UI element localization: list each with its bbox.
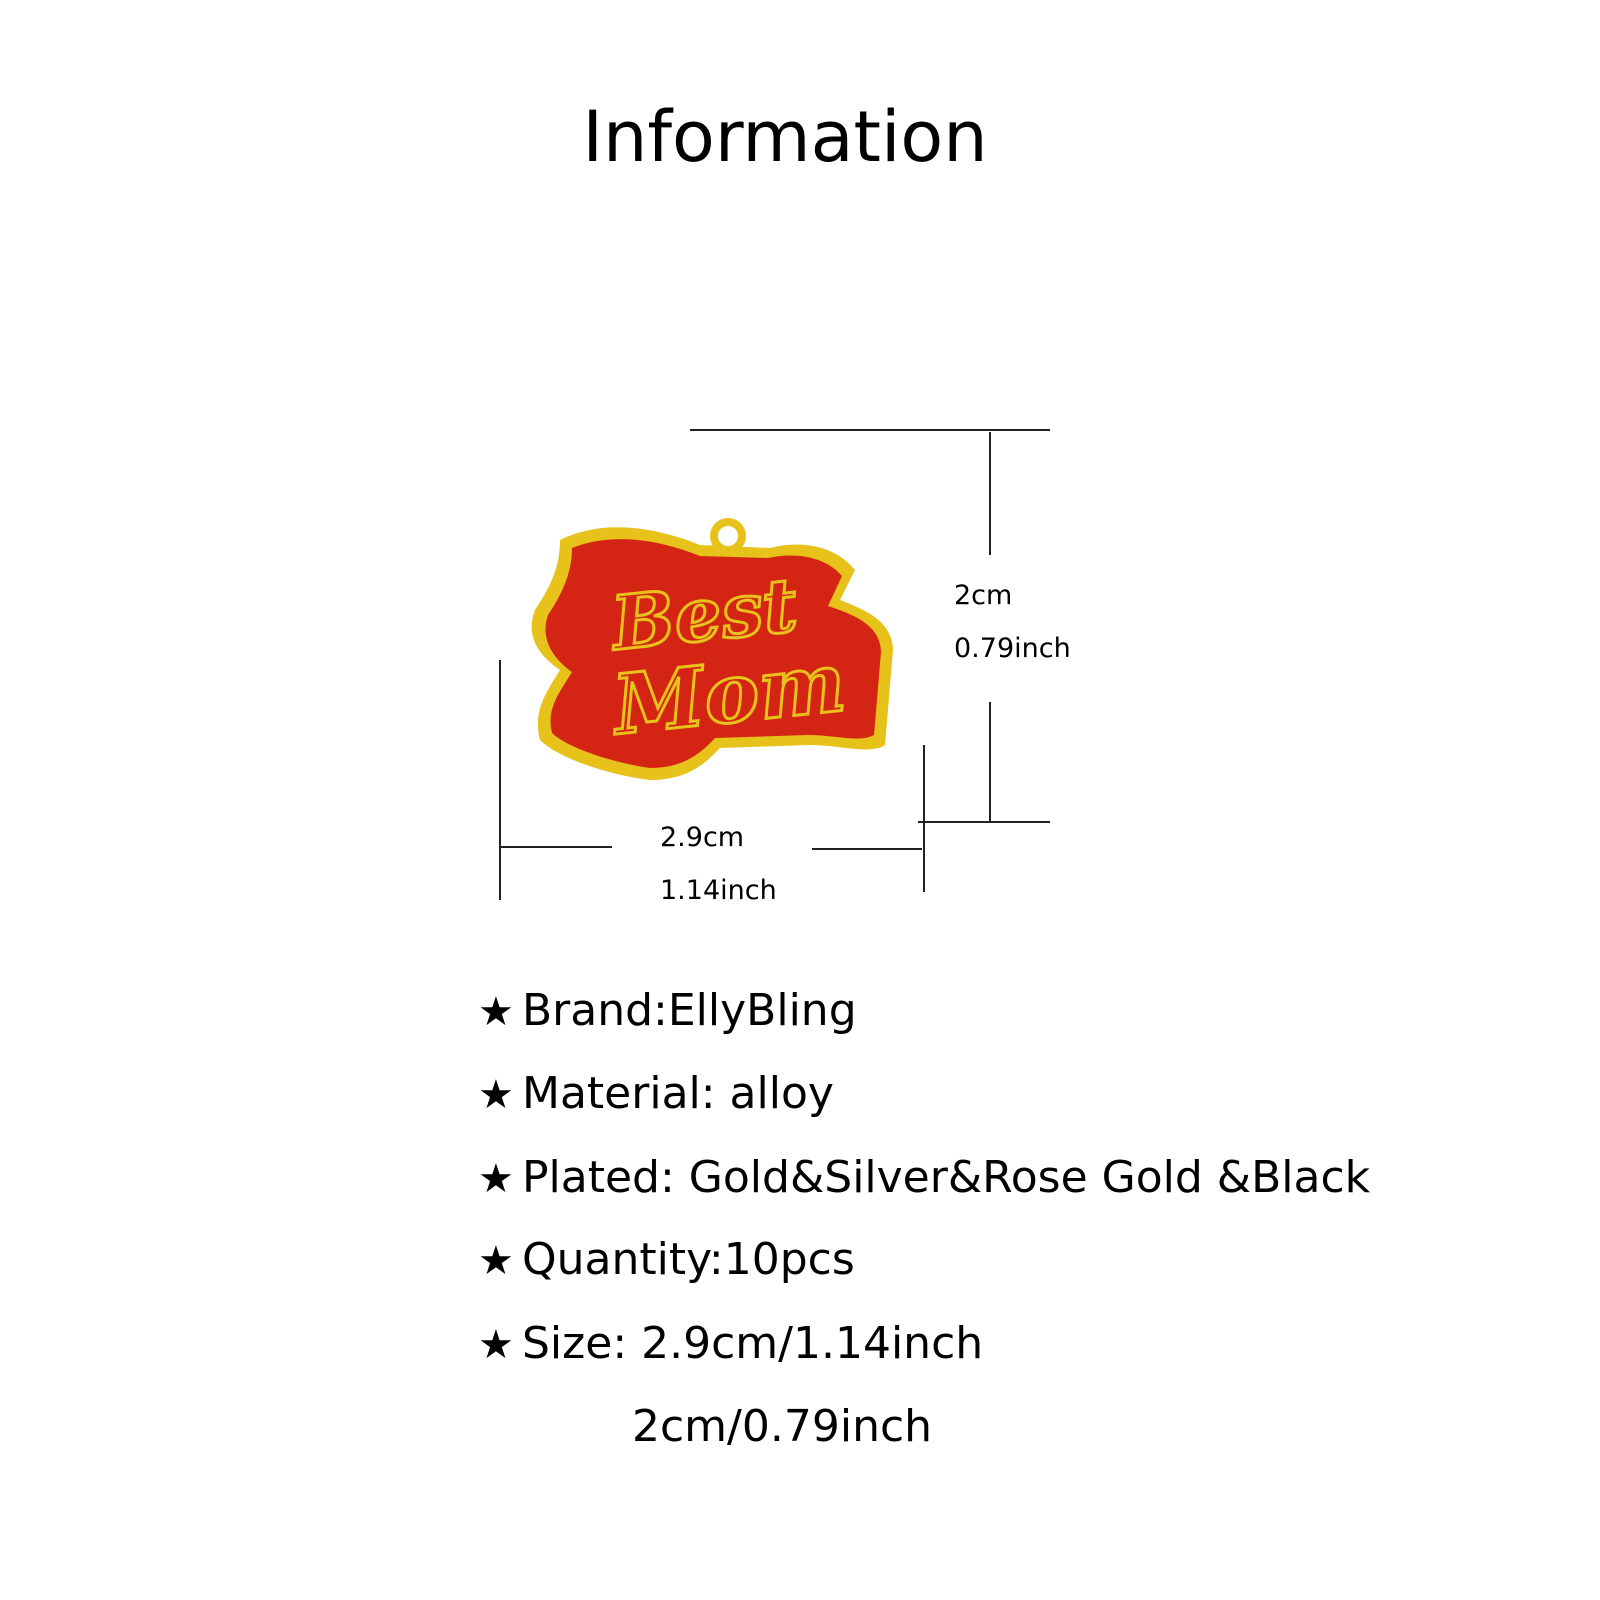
star-icon: ★ bbox=[478, 1072, 514, 1118]
height-inch-label: 0.79inch bbox=[954, 633, 1071, 664]
width-inch-label: 1.14inch bbox=[660, 875, 777, 906]
height-cm-label: 2cm bbox=[954, 580, 1013, 611]
spec-quantity: ★Quantity:10pcs bbox=[478, 1232, 855, 1289]
charm-enamel bbox=[545, 539, 881, 768]
star-icon: ★ bbox=[478, 1322, 514, 1368]
charm-image: Best Mom bbox=[531, 518, 893, 780]
page-title: Information bbox=[582, 96, 988, 178]
star-icon: ★ bbox=[478, 989, 514, 1035]
dimension-lines bbox=[499, 429, 1050, 900]
spec-size-text: Size: 2.9cm/1.14inch bbox=[522, 1318, 984, 1369]
spec-material: ★Material: alloy bbox=[478, 1066, 834, 1123]
spec-size: ★Size: 2.9cm/1.14inch bbox=[478, 1316, 983, 1373]
spec-brand: ★Brand:EllyBling bbox=[478, 983, 857, 1040]
spec-size-line2: 2cm/0.79inch bbox=[632, 1401, 933, 1452]
product-dimension-diagram: Best Mom bbox=[499, 429, 1050, 900]
spec-material-text: Material: alloy bbox=[522, 1068, 834, 1119]
charm-text-best: Best bbox=[606, 563, 801, 668]
spec-plated: ★Plated: Gold&Silver&Rose Gold &Black bbox=[478, 1150, 1370, 1207]
star-icon: ★ bbox=[478, 1238, 514, 1284]
spec-brand-text: Brand:EllyBling bbox=[522, 985, 857, 1036]
width-cm-label: 2.9cm bbox=[660, 822, 745, 853]
star-icon: ★ bbox=[478, 1156, 514, 1202]
spec-quantity-text: Quantity:10pcs bbox=[522, 1234, 855, 1285]
spec-plated-text: Plated: Gold&Silver&Rose Gold &Black bbox=[522, 1152, 1371, 1203]
